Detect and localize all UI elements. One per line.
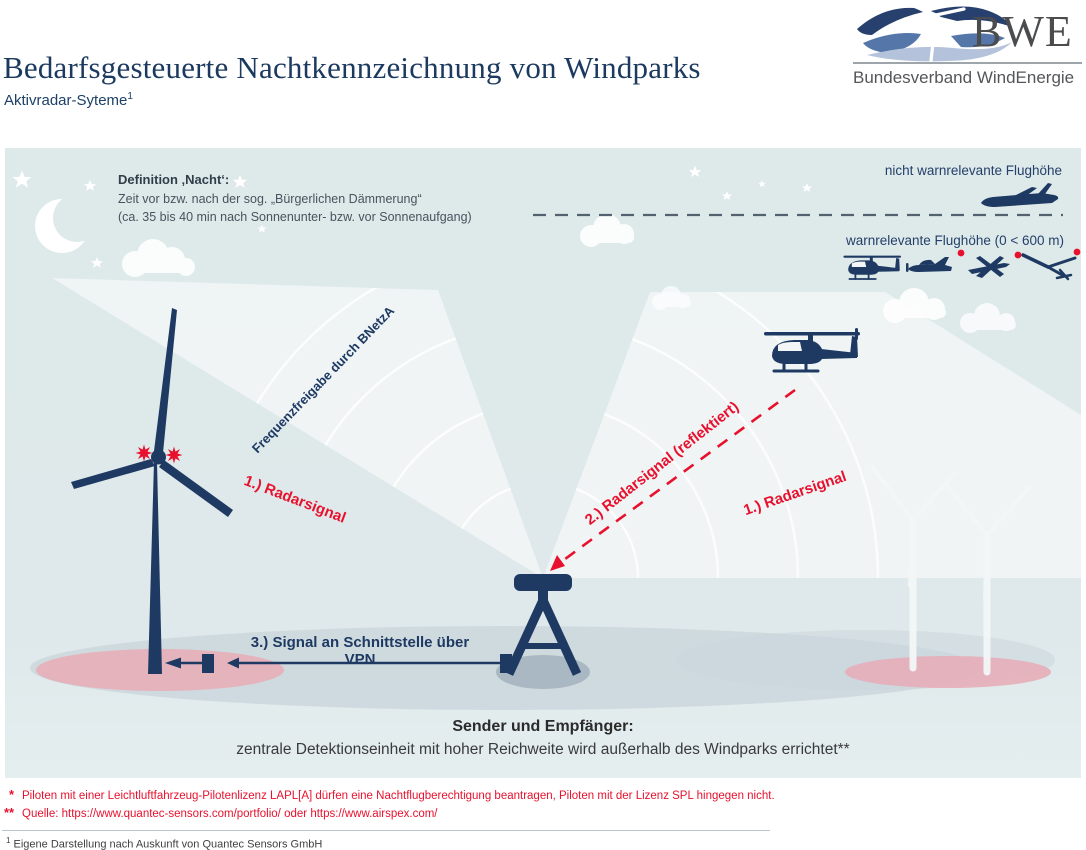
cloud-icon — [960, 303, 1016, 333]
logo-divider — [853, 62, 1082, 64]
cloud-icon — [652, 286, 691, 310]
footnote1-text: Piloten mit einer Leichtluftfahrzeug-Pil… — [22, 790, 775, 802]
night-definition-line2: (ca. 35 bis 40 min nach Sonnenunter- bzw… — [118, 210, 472, 224]
page-subtitle: Aktivradar-Syteme1 — [4, 91, 133, 109]
vpn-link-line — [165, 654, 512, 673]
night-definition-line1: Zeit vor bzw. nach der sog. „Bürgerliche… — [118, 192, 422, 206]
vpn-signal-label: 3.) Signal an Schnittstelle über VPN — [250, 634, 470, 668]
bwe-logo-acronym: BWE — [972, 7, 1073, 56]
ghost-wind-turbines — [871, 466, 1031, 676]
not-warn-altitude-label: nicht warnrelevante Flughöhe — [884, 163, 1062, 178]
receiver-caption: Sender und Empfänger: zentrale Detektion… — [5, 718, 1081, 759]
helicopter-icon — [764, 328, 860, 373]
attribution-note: 1 Eigene Darstellung nach Auskunft von Q… — [6, 836, 322, 850]
footer-divider — [2, 830, 770, 831]
page-title: Bedarfsgesteuerte Nachtkennzeichnung von… — [3, 50, 701, 85]
warn-altitude-label: warnrelevante Flughöhe (0 < 600 m) — [846, 233, 1064, 248]
diagram-art — [12, 165, 1081, 710]
radar-ground — [496, 655, 590, 689]
source-link-quantec[interactable]: https://www.quantec-sensors.com/portfoli… — [61, 808, 281, 820]
helicopter-row-icon — [843, 255, 901, 280]
reflected-signal-arrow — [550, 388, 796, 571]
bwe-logo-name: Bundesverband WindEnergie — [853, 68, 1075, 87]
cloud-icon — [580, 214, 634, 247]
night-definition-title: Definition ‚Nacht‘: — [118, 172, 230, 187]
source-prefix: Quelle: — [22, 808, 62, 820]
subtitle-text: Aktivradar-Syteme — [4, 92, 128, 109]
clouds — [122, 214, 1016, 333]
diagram-scene: Definition ‚Nacht‘: Zeit vor bzw. nach d… — [5, 148, 1081, 778]
receiver-caption-description: zentrale Detektionseinheit mit hoher Rei… — [236, 741, 850, 758]
attribution-marker: 1 — [6, 836, 11, 845]
radar-beam-right — [543, 292, 1081, 578]
wind-turbine — [71, 308, 233, 674]
bwe-logo-graphic-icon — [857, 3, 1012, 63]
night-definition: Definition ‚Nacht‘: Zeit vor bzw. nach d… — [118, 171, 472, 226]
pilot-license-markers — [957, 248, 1081, 259]
radar-beam-left — [52, 278, 543, 578]
source-conjunction: oder — [280, 808, 311, 820]
light-aircraft-icon — [968, 256, 1010, 278]
moon-icon — [35, 194, 101, 253]
source-link-airspex[interactable]: https://www.airspex.com/ — [310, 808, 438, 820]
attribution-text: Eigene Darstellung nach Auskunft von Qua… — [13, 838, 323, 850]
footnote1-marker: * — [9, 787, 15, 802]
glider-icon — [1021, 253, 1077, 281]
interface-box-radar — [500, 654, 512, 673]
windpark-ground-right — [845, 656, 1051, 688]
radar-station — [504, 574, 582, 676]
cloud-icon — [122, 239, 195, 277]
subtitle-footnote-marker: 1 — [127, 91, 133, 102]
cloud-icon — [883, 288, 946, 323]
small-plane-icon — [906, 257, 952, 272]
footnote2-marker: ** — [4, 805, 15, 820]
footnote2-text: Quelle: https://www.quantec-sensors.com/… — [22, 808, 438, 820]
jet-icon — [981, 183, 1059, 207]
interface-box-turbine — [202, 654, 214, 673]
bwe-logo — [853, 2, 1017, 67]
receiver-caption-title: Sender und Empfänger: — [452, 718, 634, 735]
